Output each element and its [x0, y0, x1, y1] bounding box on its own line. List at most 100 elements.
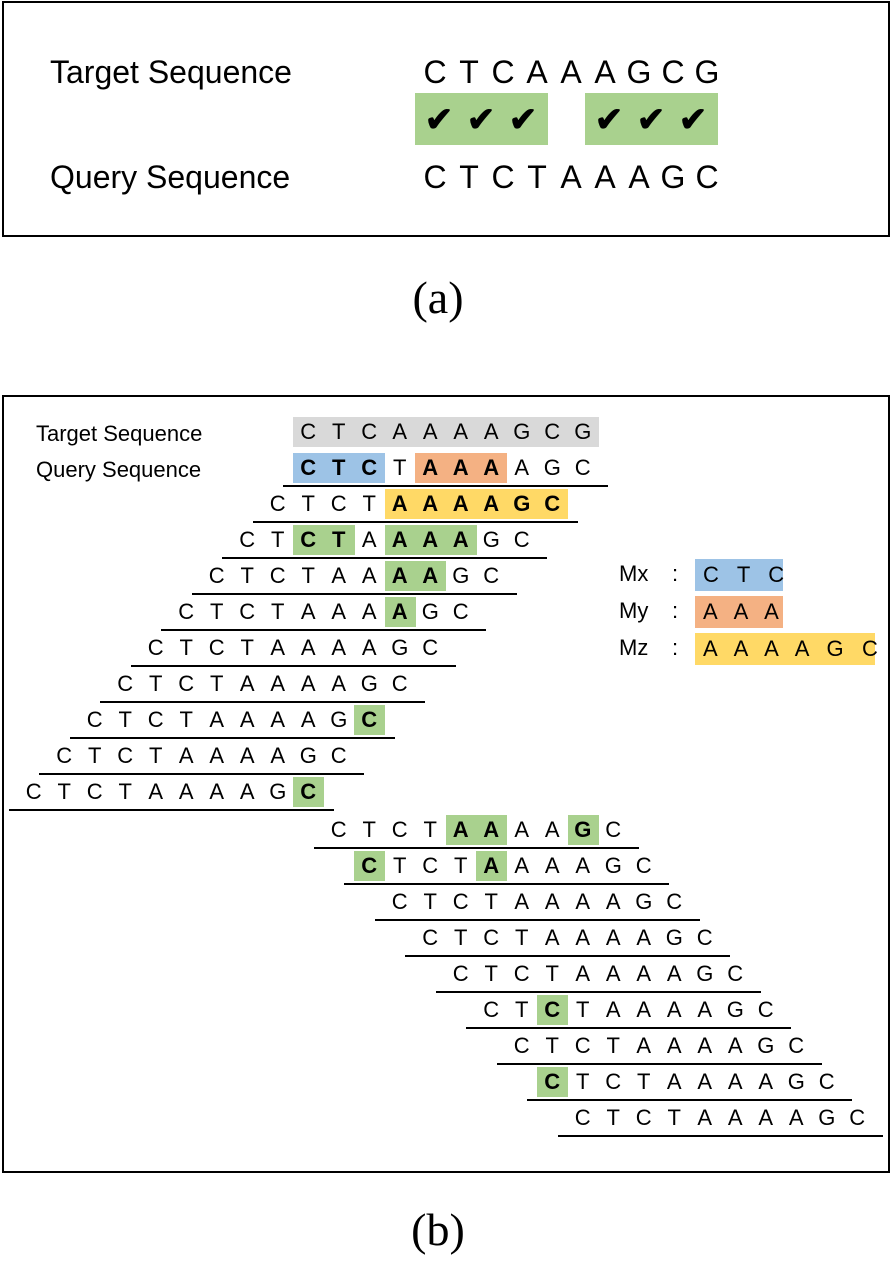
shifted-row-base: A — [697, 1033, 713, 1058]
legend-colon: : — [672, 598, 679, 623]
query-row-base: C — [300, 455, 317, 480]
shifted-row-base: C — [178, 671, 195, 696]
query-base: C — [695, 159, 719, 195]
shifted-row-base: C — [483, 563, 500, 588]
shifted-row-base: A — [544, 889, 560, 914]
shifted-row-base: A — [575, 853, 591, 878]
shifted-row-base: C — [25, 779, 42, 804]
shifted-row-underline — [191, 593, 517, 595]
shifted-row-base: G — [696, 961, 714, 986]
shifted-row-base: T — [332, 527, 346, 552]
shifted-row-base: C — [239, 599, 256, 624]
legend-name: My — [619, 598, 649, 623]
target-row-base: A — [422, 419, 438, 444]
shifted-row-base: A — [514, 817, 530, 842]
legend-motif: A A A — [703, 599, 779, 624]
legend-swatch — [695, 633, 875, 665]
shifted-row-base: C — [300, 527, 317, 552]
shifted-row-base: A — [300, 599, 316, 624]
shifted-row-base: T — [515, 925, 529, 950]
legend-swatch — [695, 596, 783, 628]
check-icon: ✔ — [636, 101, 666, 139]
shifted-row-base: G — [604, 853, 622, 878]
shifted-row-base: G — [360, 671, 378, 696]
shifted-row-base: C — [361, 853, 378, 878]
shifted-row-base: C — [635, 853, 652, 878]
shifted-row-base: T — [271, 599, 285, 624]
shifted-row-highlight — [445, 489, 477, 519]
shifted-row-base: C — [178, 599, 195, 624]
target-base: A — [560, 54, 582, 90]
shifted-row-base: T — [179, 707, 193, 732]
shifted-row-base: C — [86, 707, 103, 732]
query-base: C — [423, 159, 447, 195]
shifted-row-base: C — [605, 817, 622, 842]
target-row-base: A — [483, 419, 499, 444]
target-row-highlight — [445, 417, 477, 447]
shifted-row-base: A — [178, 779, 194, 804]
legend-colon: : — [672, 561, 679, 586]
shifted-row-base: T — [362, 491, 376, 516]
query-base: T — [527, 159, 547, 195]
shifted-row-base: T — [240, 635, 254, 660]
shifted-row-base: T — [149, 671, 163, 696]
panel-b — [2, 395, 890, 1173]
query-row-base: T — [393, 455, 407, 480]
query-base: C — [491, 159, 515, 195]
panel-b-target-label: Target Sequence — [36, 421, 203, 446]
shifted-row-base: A — [514, 853, 530, 878]
shifted-row-underline — [344, 883, 669, 885]
shifted-row-base: C — [330, 491, 347, 516]
shifted-row-base: C — [147, 707, 164, 732]
query-row-highlight — [476, 453, 508, 483]
shifted-row-base: C — [544, 1069, 561, 1094]
shifted-row-base: A — [544, 925, 560, 950]
shifted-row-base: C — [391, 671, 408, 696]
shifted-row-base: C — [208, 635, 225, 660]
shifted-row-base: A — [270, 707, 286, 732]
shifted-row-base: A — [452, 527, 469, 552]
target-row-highlight — [293, 417, 325, 447]
shifted-row-base: A — [270, 743, 286, 768]
shifted-row-base: G — [421, 599, 439, 624]
shifted-row-base: T — [423, 817, 437, 842]
shifted-row-base: C — [666, 889, 683, 914]
shifted-row-base: G — [757, 1033, 775, 1058]
shifted-row-base: A — [331, 563, 347, 588]
shifted-row-base: C — [330, 817, 347, 842]
shifted-row-underline — [69, 737, 395, 739]
match-highlight — [585, 93, 718, 145]
shifted-row-base: T — [454, 925, 468, 950]
shifted-row-base: A — [178, 743, 194, 768]
shifted-row-base: T — [545, 1033, 559, 1058]
shifted-row-underline — [466, 1027, 791, 1029]
shifted-row-base: G — [391, 635, 409, 660]
shifted-row-base: G — [330, 707, 348, 732]
shifted-row-base: A — [391, 491, 408, 516]
legend-colon: : — [672, 635, 679, 660]
shifted-row-base: T — [240, 563, 254, 588]
shifted-row-underline — [8, 809, 334, 811]
shifted-row-base: T — [484, 961, 498, 986]
shifted-row-base: A — [697, 1069, 713, 1094]
target-row-base: G — [513, 419, 531, 444]
shifted-row-base: C — [788, 1033, 805, 1058]
shifted-row-base: C — [605, 1069, 622, 1094]
shifted-row-base: C — [757, 997, 774, 1022]
shifted-row-base: A — [605, 961, 621, 986]
query-row-base: C — [361, 455, 378, 480]
shifted-row-highlight — [354, 705, 386, 735]
shifted-row-base: A — [239, 779, 255, 804]
target-row-base: C — [361, 419, 378, 444]
shifted-row-base: C — [117, 743, 134, 768]
shifted-row-base: C — [727, 961, 744, 986]
check-icon: ✔ — [424, 101, 454, 139]
shifted-row-base: A — [239, 743, 255, 768]
shifted-row-base: C — [818, 1069, 835, 1094]
shifted-row-highlight — [476, 851, 508, 881]
shifted-row-base: A — [575, 889, 591, 914]
shifted-row-base: A — [209, 779, 225, 804]
target-base: C — [423, 54, 447, 90]
shifted-row-base: T — [667, 1105, 681, 1130]
shifted-row-base: A — [361, 563, 377, 588]
